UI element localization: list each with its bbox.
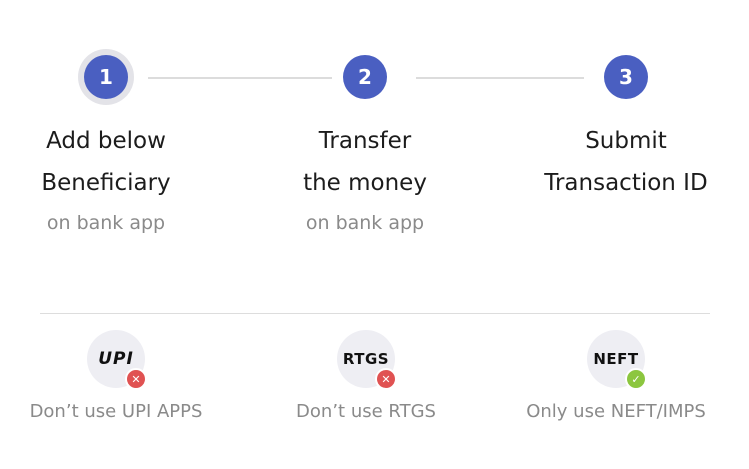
- method-neft: NEFT ✓ Only use NEFT/IMPS: [496, 330, 736, 422]
- step-3-circle: 3: [604, 55, 648, 99]
- neft-logo-text: NEFT: [593, 350, 639, 368]
- upi-logo-text: UPI: [98, 349, 134, 369]
- step-1-title-line2: Beneficiary: [41, 170, 171, 196]
- upi-logo-icon: UPI ✕: [87, 330, 147, 390]
- step-2-text: Transfer the money on bank app: [255, 120, 475, 238]
- step-1-text: Add below Beneficiary on bank app: [0, 120, 216, 238]
- step-2-subtitle: on bank app: [305, 212, 425, 234]
- x-icon: ✕: [125, 368, 147, 390]
- method-upi: UPI ✕ Don’t use UPI APPS: [0, 330, 236, 422]
- step-3-text: Submit Transaction ID: [516, 120, 736, 204]
- step-2-title-line1: Transfer: [318, 128, 412, 154]
- rtgs-logo-text: RTGS: [342, 350, 390, 368]
- method-rtgs: RTGS ✕ Don’t use RTGS: [246, 330, 486, 422]
- check-icon: ✓: [625, 368, 647, 390]
- step-3-title-line2: Transaction ID: [544, 170, 708, 196]
- step-2-title-line2: the money: [303, 170, 427, 196]
- method-rtgs-caption: Don’t use RTGS: [296, 401, 436, 422]
- step-1-title-line1: Add below: [46, 128, 166, 154]
- step-1-circle: 1: [84, 55, 128, 99]
- method-upi-caption: Don’t use UPI APPS: [29, 401, 203, 422]
- section-divider: [40, 313, 710, 314]
- rtgs-logo-icon: RTGS ✕: [337, 330, 397, 390]
- neft-logo-icon: NEFT ✓: [587, 330, 647, 390]
- step-2-circle: 2: [343, 55, 387, 99]
- step-connector-2-3: [416, 77, 584, 79]
- x-icon: ✕: [375, 368, 397, 390]
- payment-stepper: 1 2 3 Add below Beneficiary on bank app …: [0, 55, 736, 238]
- method-neft-caption: Only use NEFT/IMPS: [526, 401, 706, 422]
- step-connector-1-2: [148, 77, 332, 79]
- step-3-title-line1: Submit: [585, 128, 667, 154]
- step-1-subtitle: on bank app: [46, 212, 166, 234]
